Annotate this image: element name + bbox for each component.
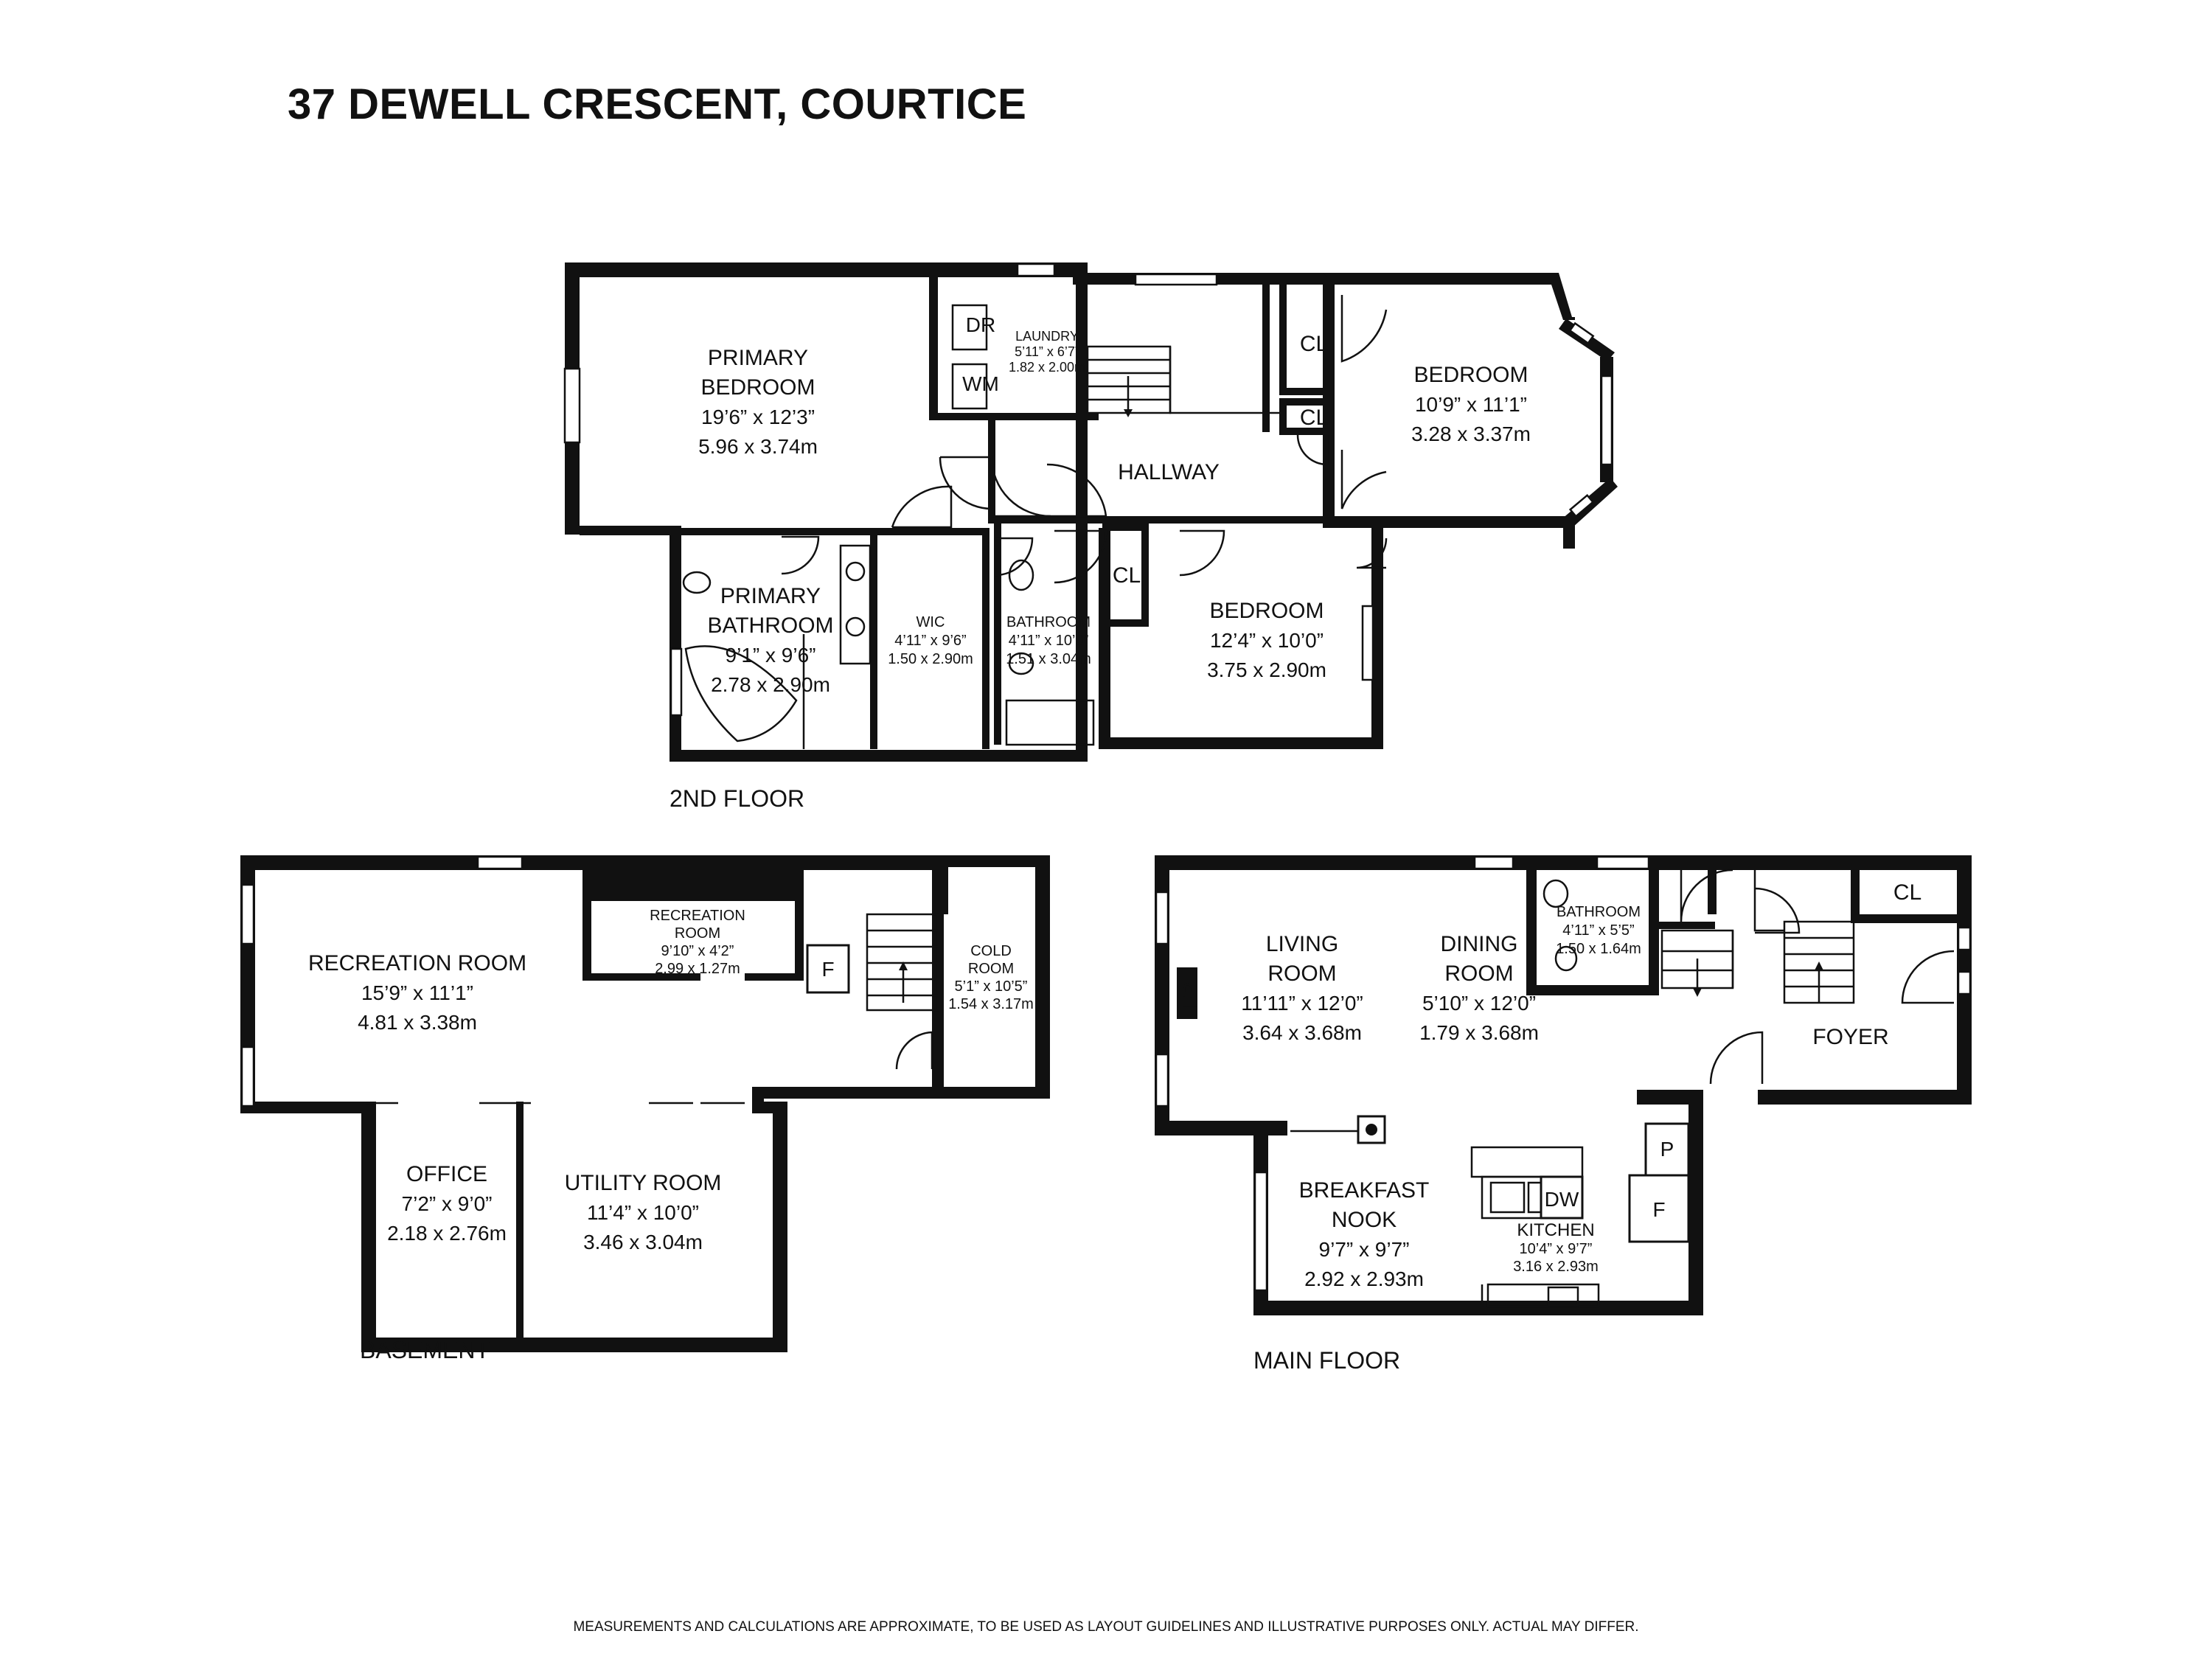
second-floor-doors (781, 295, 1388, 584)
main-floor-windows (1155, 855, 1972, 1292)
pantry-label: P (1660, 1138, 1674, 1161)
dining-room-metric: 1.79 x 3.68m (1419, 1021, 1539, 1044)
main-floor-doors (1680, 869, 1955, 1085)
breakfast-nook-name-2: NOOK (1332, 1208, 1397, 1232)
bedroom-east-metric: 3.28 x 3.37m (1411, 422, 1531, 445)
fireplace-label: FP (1179, 982, 1202, 1009)
office-metric: 2.18 x 2.76m (387, 1222, 507, 1245)
recreation-room-metric: 4.81 x 3.38m (358, 1011, 477, 1034)
utility-room-imperial: 11’4” x 10’0” (587, 1201, 699, 1224)
bedroom-east-imperial: 10’9” x 11’1” (1415, 393, 1527, 416)
breakfast-nook-metric: 2.92 x 2.93m (1304, 1267, 1424, 1290)
primary-bedroom-name-1: PRIMARY (708, 346, 808, 370)
second-floor-label: 2ND FLOOR (669, 785, 804, 812)
breakfast-nook-name-1: BREAKFAST (1299, 1178, 1430, 1203)
living-room-metric: 3.64 x 3.68m (1242, 1021, 1362, 1044)
disclaimer: MEASUREMENTS AND CALCULATIONS ARE APPROX… (573, 1619, 1639, 1635)
main-floor-stairs (1660, 870, 1855, 1004)
basement-plan: RECREATION ROOM 15’9” x 11’1” 4.81 x 3.3… (240, 855, 1050, 1363)
cold-room-name-1: COLD (970, 943, 1012, 959)
living-room-name-2: ROOM (1267, 961, 1336, 986)
dining-room-imperial: 5’10” x 12’0” (1422, 992, 1536, 1015)
kitchen-imperial: 10’4” x 9’7” (1520, 1241, 1593, 1257)
bathroom-name: BATHROOM (1006, 614, 1091, 630)
main-bathroom-imperial: 4’11” x 5’5” (1562, 922, 1634, 939)
main-bathroom-metric: 1.50 x 1.64m (1556, 941, 1641, 957)
office-imperial: 7’2” x 9’0” (402, 1192, 493, 1215)
living-room-imperial: 11’11” x 12’0” (1241, 992, 1363, 1015)
kitchen-metric: 3.16 x 2.93m (1513, 1259, 1599, 1275)
dining-room-name-1: DINING (1441, 932, 1518, 956)
wic-metric: 1.50 x 2.90m (888, 651, 973, 667)
second-floor-labels: PRIMARY BEDROOM 19’6” x 12’3” 5.96 x 3.7… (669, 313, 1531, 812)
utility-room-metric: 3.46 x 3.04m (583, 1231, 703, 1253)
cold-room-name-2: ROOM (968, 961, 1014, 977)
primary-bathroom-imperial: 9’1” x 9’6” (726, 644, 816, 667)
kitchen-name: KITCHEN (1517, 1220, 1594, 1240)
main-closet-label: CL (1893, 880, 1921, 905)
primary-bathroom-name-2: BATHROOM (707, 613, 833, 638)
primary-bedroom-name-2: BEDROOM (700, 375, 815, 400)
wic-name: WIC (917, 614, 945, 630)
breakfast-nook-imperial: 9’7” x 9’7” (1319, 1238, 1410, 1261)
primary-bedroom-metric: 5.96 x 3.74m (698, 435, 818, 458)
laundry-metric: 1.82 x 2.00m (1009, 360, 1085, 375)
office-name: OFFICE (406, 1162, 487, 1186)
dining-room-name-2: ROOM (1444, 961, 1513, 986)
recreation-room-small-name-1: RECREATION (650, 908, 745, 924)
dishwasher-label: DW (1545, 1188, 1579, 1211)
closet-bedroom-south-label: CL (1113, 563, 1141, 588)
closet-mid-label: CL (1300, 406, 1328, 430)
main-floor-plan: LIVING ROOM 11’11” x 12’0” 3.64 x 3.68m … (1155, 855, 1972, 1374)
laundry-name: LAUNDRY (1015, 329, 1079, 344)
bedroom-south-metric: 3.75 x 2.90m (1207, 658, 1326, 681)
main-bathroom-name: BATHROOM (1557, 904, 1641, 920)
primary-bedroom-imperial: 19’6” x 12’3” (701, 406, 815, 428)
second-floor-windows (563, 262, 1613, 717)
fridge-label: F (1652, 1198, 1665, 1221)
hallway-name: HALLWAY (1118, 460, 1220, 484)
cold-room-imperial: 5’1” x 10’5” (955, 978, 1028, 995)
closet-top-label: CL (1300, 332, 1328, 356)
bathroom-metric: 1.51 x 3.04m (1006, 651, 1091, 667)
primary-bathroom-metric: 2.78 x 2.90m (711, 673, 830, 696)
recreation-room-small-metric: 2.99 x 1.27m (655, 961, 740, 977)
primary-bathroom-name-1: PRIMARY (720, 584, 821, 608)
basement-doors (366, 1031, 933, 1105)
second-floor-walls (565, 262, 1618, 762)
second-floor-fixtures (682, 304, 1095, 749)
basement-labels: RECREATION ROOM 15’9” x 11’1” 4.81 x 3.3… (308, 908, 1034, 1363)
living-room-name-1: LIVING (1266, 932, 1338, 956)
foyer-name: FOYER (1812, 1025, 1888, 1049)
bedroom-east-name: BEDROOM (1413, 363, 1528, 387)
bathroom-imperial: 4’11” x 10’0” (1009, 633, 1089, 649)
main-floor-labels: LIVING ROOM 11’11” x 12’0” 3.64 x 3.68m … (1179, 880, 1921, 1374)
page-title: 37 DEWELL CRESCENT, COURTICE (288, 80, 1027, 128)
basement-furnace-label: F (821, 958, 834, 981)
basement-label: BASEMENT (360, 1337, 490, 1363)
main-floor-label: MAIN FLOOR (1253, 1347, 1400, 1374)
recreation-room-small-imperial: 9’10” x 4’2” (661, 943, 734, 959)
main-floor-fixtures (1290, 879, 1690, 1308)
recreation-room-small-name-2: ROOM (675, 925, 720, 942)
laundry-dryer-label: DR (966, 313, 995, 336)
recreation-room-imperial: 15’9” x 11’1” (361, 981, 473, 1004)
cold-room-metric: 1.54 x 3.17m (948, 996, 1034, 1012)
second-floor-stairs (1086, 345, 1279, 417)
bedroom-south-name: BEDROOM (1209, 599, 1324, 623)
recreation-room-name: RECREATION ROOM (308, 951, 526, 975)
utility-room-name: UTILITY ROOM (565, 1171, 722, 1195)
second-floor-plan: PRIMARY BEDROOM 19’6” x 12’3” 5.96 x 3.7… (563, 262, 1618, 812)
laundry-imperial: 5’11” x 6’7” (1015, 344, 1079, 359)
basement-windows (240, 855, 524, 1107)
laundry-washer-label: WM (962, 372, 999, 395)
basement-stairs (806, 913, 939, 1012)
bedroom-south-imperial: 12’4” x 10’0” (1210, 629, 1324, 652)
wic-imperial: 4’11” x 9’6” (894, 633, 966, 649)
